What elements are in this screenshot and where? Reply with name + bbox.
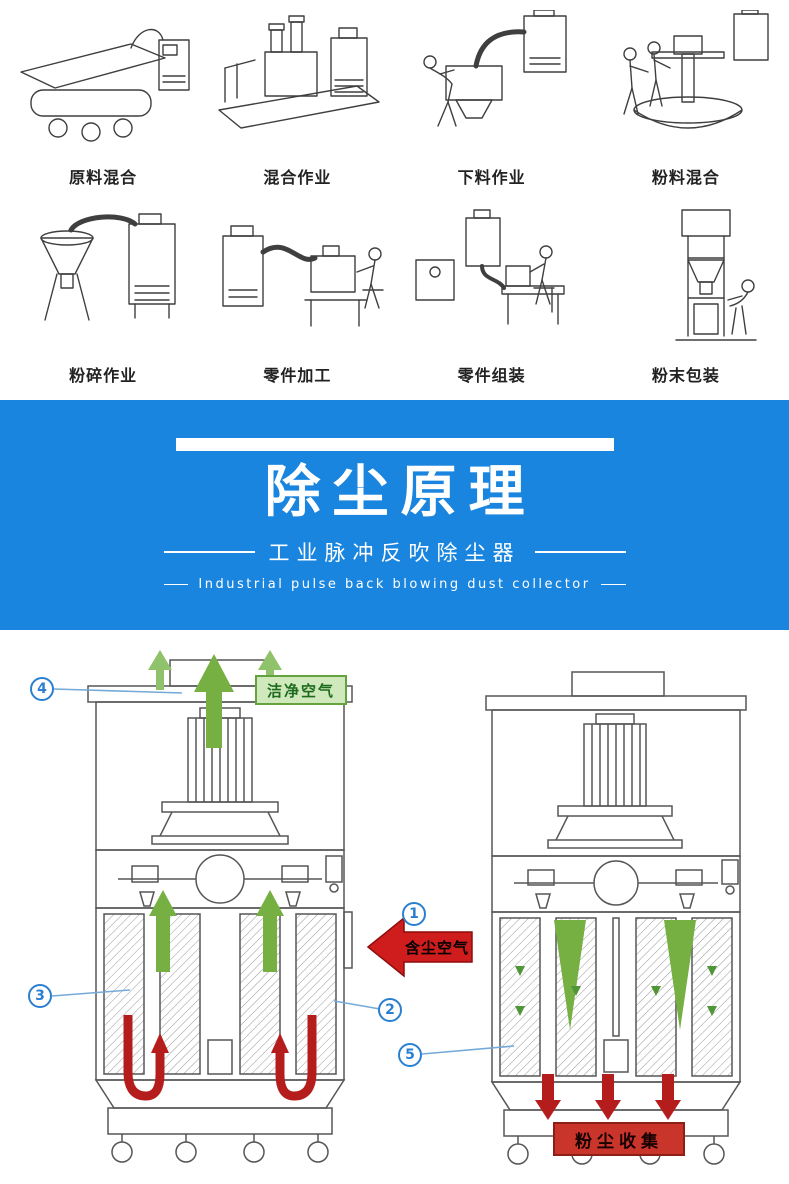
scene-cell-crushing-operation: 粉碎作业: [6, 200, 200, 398]
scene-cell-parts-assembly: 零件组装: [395, 200, 589, 398]
clean-air-label: 洁净空气: [255, 675, 347, 705]
callout-5: 5: [398, 1043, 422, 1067]
scene-illustration-powder-packaging: [675, 209, 757, 341]
dust-flow-down-arrows: [515, 920, 717, 1030]
scene-illustration-crushing-operation: [40, 213, 176, 321]
scene-cell-unloading-operation: 下料作业: [395, 2, 589, 200]
divider-line: [163, 551, 255, 554]
scene-cell-mixing-operation: 混合作业: [200, 2, 394, 200]
banner-title: 除尘原理: [264, 459, 537, 525]
right-machine-drawing: [485, 671, 747, 1165]
scene-illustration-raw-material-mixing: [20, 28, 190, 142]
scene-label: 粉末包装: [651, 366, 720, 385]
callout-1: 1: [402, 902, 426, 926]
scene-label: 下料作业: [457, 168, 526, 187]
scene-cell-raw-material-mixing: 原料混合: [6, 2, 200, 200]
divider-line: [534, 551, 626, 554]
principle-banner: 除尘原理 工业脉冲反吹除尘器 Industrial pulse back blo…: [0, 400, 789, 630]
scene-illustration-parts-processing: [222, 225, 385, 327]
scene-label: 混合作业: [263, 168, 332, 187]
scene-label: 粉碎作业: [69, 366, 138, 385]
clean-air-up-arrows: [148, 650, 284, 972]
divider-line: [163, 584, 189, 586]
scene-label: 粉料混合: [651, 168, 720, 187]
callout-4: 4: [30, 677, 54, 701]
banner-english-row: Industrial pulse back blowing dust colle…: [163, 577, 626, 593]
callout-2: 2: [378, 998, 402, 1022]
banner-subtitle-english: Industrial pulse back blowing dust colle…: [198, 577, 591, 593]
callout-leader-lines: [51, 688, 515, 1055]
scene-label: 原料混合: [69, 168, 138, 187]
scene-cell-parts-processing: 零件加工: [200, 200, 394, 398]
scene-cell-powder-mixing: 粉料混合: [589, 2, 783, 200]
dusty-air-label: 含尘空气: [404, 938, 469, 957]
scene-illustration-mixing-operation: [218, 15, 381, 129]
dust-discharge-arrows: [535, 1074, 681, 1120]
scene-cell-powder-packaging: 粉末包装: [589, 200, 783, 398]
banner-subtitle-row: 工业脉冲反吹除尘器: [163, 537, 626, 567]
application-scenes-grid: 原料混合 混合作业: [0, 0, 789, 400]
dust-collect-label: 粉尘收集: [553, 1122, 685, 1156]
callout-3: 3: [28, 984, 52, 1008]
scene-illustration-parts-assembly: [414, 209, 565, 325]
divider-line: [600, 584, 626, 586]
principle-diagram: [51, 650, 747, 1165]
scene-illustration-unloading-operation: [422, 10, 567, 127]
scene-label: 零件加工: [263, 366, 332, 385]
banner-top-bar: [175, 437, 614, 451]
scene-label: 零件组装: [457, 366, 526, 385]
scene-illustration-powder-mixing: [623, 10, 769, 129]
dust-return-u-arrows: [123, 1015, 317, 1101]
banner-subtitle: 工业脉冲反吹除尘器: [268, 541, 521, 566]
principle-diagram-section: 1 2 3 4 5 洁净空气 含尘空气 粉尘收集: [0, 630, 789, 1184]
